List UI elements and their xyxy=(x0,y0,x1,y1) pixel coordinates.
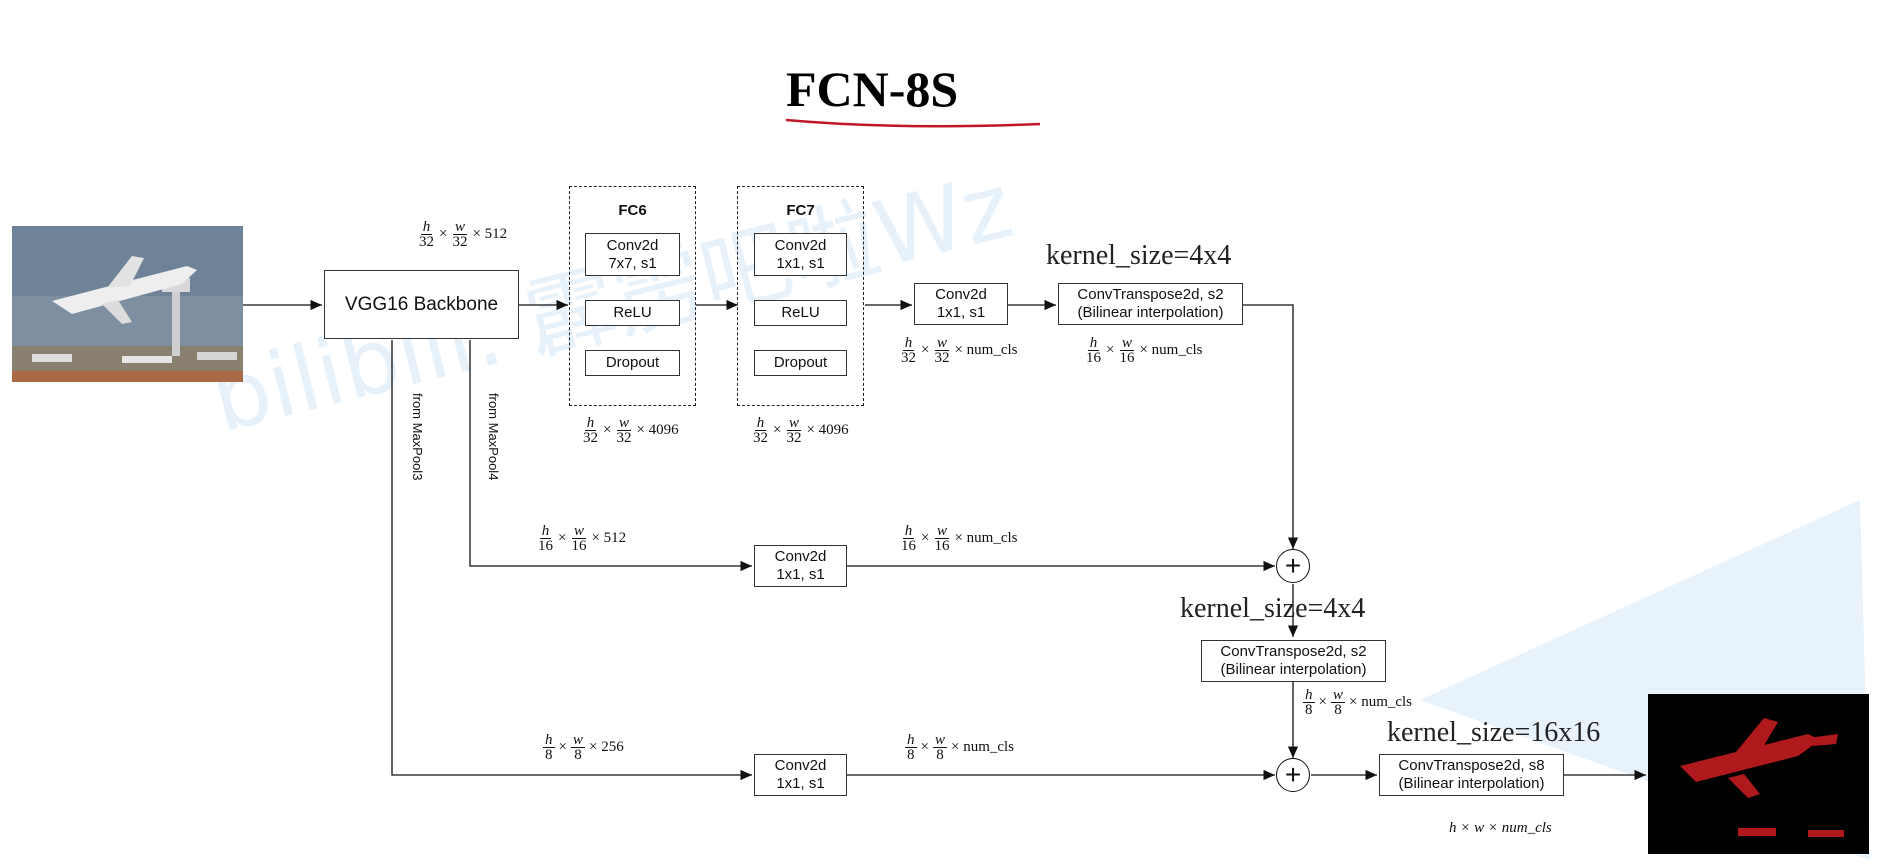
pool4-conv-line2: 1x1, s1 xyxy=(776,566,825,583)
up2a-output-dims-suffix: × num_cls xyxy=(1139,342,1203,358)
maxpool3-label: from MaxPool3 xyxy=(410,393,425,481)
up2b-output-dims-suffix: × num_cls xyxy=(1348,694,1413,710)
up2b-kernel-size: kernel_size=4x4 xyxy=(1180,593,1366,624)
up8-convtranspose-block: ConvTranspose2d, s8 (Bilinear interpolat… xyxy=(1379,754,1564,796)
up2a-line2: (Bilinear interpolation) xyxy=(1077,304,1224,321)
vgg16-backbone-block: VGG16 Backbone xyxy=(324,270,519,339)
up2a-kernel-size: kernel_size=4x4 xyxy=(1046,240,1232,271)
up2b-convtranspose-block: ConvTranspose2d, s2 (Bilinear interpolat… xyxy=(1201,640,1386,682)
fc6-group xyxy=(569,186,696,406)
pool4-conv-block: Conv2d 1x1, s1 xyxy=(754,545,847,587)
up2b-line1: ConvTranspose2d, s2 xyxy=(1220,643,1367,660)
up2a-convtranspose-block: ConvTranspose2d, s2 (Bilinear interpolat… xyxy=(1058,283,1243,325)
fc7-title: FC7 xyxy=(786,202,815,219)
up8-line1: ConvTranspose2d, s8 xyxy=(1398,757,1545,774)
up8-line2: (Bilinear interpolation) xyxy=(1398,775,1545,792)
fc6-output-dims-suffix: × 4096 xyxy=(636,422,679,438)
page-title: FCN-8S xyxy=(786,61,959,117)
output-segmentation-mask xyxy=(1648,694,1869,854)
fc6-title: FC6 xyxy=(618,202,647,219)
pool3-output-dims-suffix: × num_cls xyxy=(950,739,1015,755)
input-image xyxy=(12,226,243,382)
pool3-conv-line2: 1x1, s1 xyxy=(776,775,825,792)
pool4-conv-line1: Conv2d xyxy=(774,548,827,565)
pool4-input-dims-suffix: × 512 xyxy=(591,530,627,546)
final-output-dims: h × w × num_cls xyxy=(1449,820,1552,836)
fc6-dropout-block: Dropout xyxy=(585,350,680,376)
fc7-dropout-block: Dropout xyxy=(754,350,847,376)
pool4-output-dims-suffix: × num_cls xyxy=(954,530,1018,546)
sum-node-bottom: + xyxy=(1276,758,1310,792)
pool3-conv-line1: Conv2d xyxy=(774,757,827,774)
backbone-output-dims-suffix: × 512 xyxy=(472,226,508,242)
fc7-output-dims-suffix: × 4096 xyxy=(806,422,849,438)
up2a-line1: ConvTranspose2d, s2 xyxy=(1077,286,1224,303)
sum-node-top: + xyxy=(1276,549,1310,583)
score32-conv-block: Conv2d 1x1, s1 xyxy=(914,283,1008,325)
pool3-input-dims-suffix: × 256 xyxy=(588,739,624,755)
fc7-conv-line2: 1x1, s1 xyxy=(776,254,825,272)
score32-conv-line2: 1x1, s1 xyxy=(936,304,986,321)
fc7-conv-line1: Conv2d xyxy=(774,236,827,254)
score32-conv-line1: Conv2d xyxy=(935,286,987,303)
pool3-conv-block: Conv2d 1x1, s1 xyxy=(754,754,847,796)
fc6-conv-block: Conv2d 7x7, s1 xyxy=(585,233,680,276)
fc7-conv-block: Conv2d 1x1, s1 xyxy=(754,233,847,276)
up2b-line2: (Bilinear interpolation) xyxy=(1220,661,1367,678)
fc6-conv-line2: 7x7, s1 xyxy=(608,254,657,272)
title-underline xyxy=(785,118,1041,128)
fc7-relu-block: ReLU xyxy=(754,300,847,326)
fc6-relu-block: ReLU xyxy=(585,300,680,326)
maxpool4-label: from MaxPool4 xyxy=(486,393,501,481)
score32-output-dims-suffix: × num_cls xyxy=(954,342,1018,358)
fc6-conv-line1: Conv2d xyxy=(606,236,659,254)
fc7-group xyxy=(737,186,864,406)
up8-kernel-size: kernel_size=16x16 xyxy=(1387,717,1601,748)
